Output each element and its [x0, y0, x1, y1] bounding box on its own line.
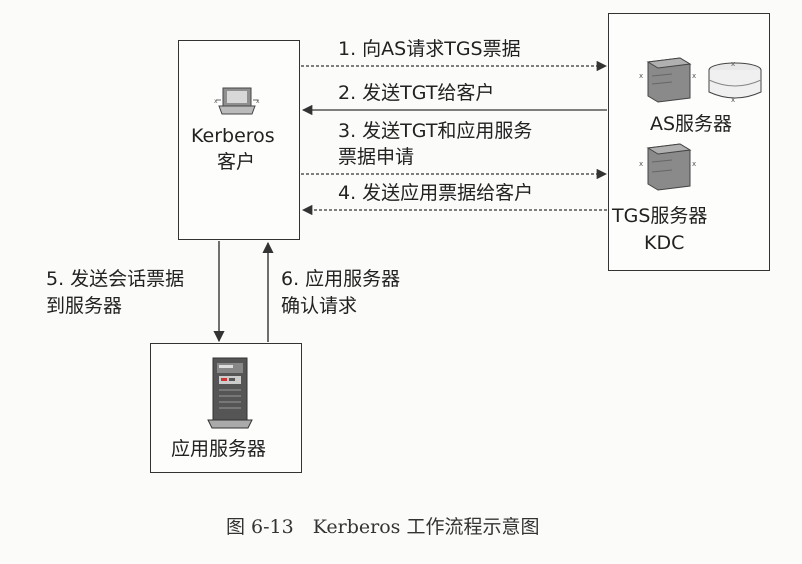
figure-caption: 图 6-13 Kerberos 工作流程示意图 — [226, 516, 540, 538]
tgs-server-label: TGS服务器 — [612, 205, 708, 227]
message-3-line-2: 票据申请 — [338, 146, 415, 168]
client-box — [178, 40, 300, 240]
client-name: Kerberos — [191, 125, 275, 147]
message-6-line-1: 6. 应用服务器 — [281, 268, 401, 290]
message-1: 1. 向AS请求TGS票据 — [338, 38, 521, 60]
app-server-label: 应用服务器 — [171, 438, 267, 460]
message-3-line-1: 3. 发送TGT和应用服务 — [338, 120, 533, 142]
message-4: 4. 发送应用票据给客户 — [338, 182, 534, 204]
message-5-line-2: 到服务器 — [46, 295, 123, 317]
message-2: 2. 发送TGT给客户 — [338, 82, 495, 104]
as-server-label: AS服务器 — [650, 113, 733, 135]
client-role: 客户 — [217, 151, 256, 173]
message-5-line-1: 5. 发送会话票据 — [46, 268, 185, 290]
kdc-box — [608, 13, 770, 271]
kdc-label: KDC — [644, 232, 685, 254]
message-6-line-2: 确认请求 — [281, 295, 358, 317]
